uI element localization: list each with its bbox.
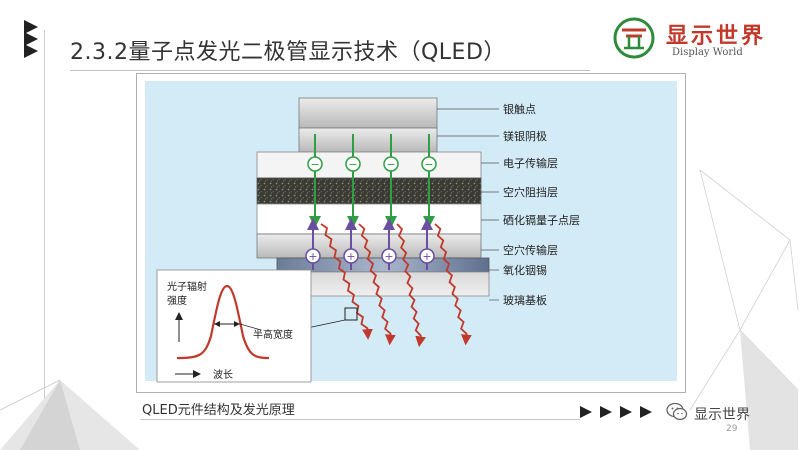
left-decoration-arrows (24, 20, 38, 58)
slide-title: 2.3.2量子点发光二极管显示技术（QLED） (70, 40, 506, 65)
leader-lines (437, 108, 499, 301)
photon-group (320, 223, 472, 348)
layer-label-hole-blocking: 空穴阻挡层 (503, 185, 558, 199)
layer-label-mgag-cathode: 镁银阴极 (503, 129, 547, 143)
mgag-cathode-layer (298, 127, 438, 153)
hole-symbol: + (346, 250, 355, 263)
page-number: 29 (726, 424, 738, 434)
caption-underline (140, 419, 580, 420)
right-decoration-network (689, 169, 799, 450)
display-world-logo-icon (613, 17, 655, 59)
spectrum-curve (176, 284, 270, 360)
silver-contact-layer (298, 97, 438, 129)
hole-symbol: + (308, 250, 317, 263)
diagram-svg: − − − − + + + + (145, 81, 677, 383)
inset-ylabel-line1: 光子辐射 (167, 280, 207, 293)
hole-symbol: + (384, 250, 393, 263)
logo-english-text: Display World (672, 47, 743, 58)
spectrum-inset: 光子辐射 强度 半高宽度 波长 (156, 269, 312, 383)
highlight-box (344, 307, 358, 321)
bottom-left-decoration (0, 379, 140, 450)
layer-label-glass-substrate: 玻璃基板 (503, 293, 547, 307)
layer-label-hole-transport: 空穴传输层 (503, 243, 558, 257)
footer-arrows-decoration (580, 406, 652, 418)
layer-label-ito: 氧化铟锡 (503, 263, 547, 277)
cdse-quantum-dot-layer (256, 203, 482, 235)
logo-chinese-text: 显示世界 (666, 23, 767, 49)
figure-caption: QLED元件结构及发光原理 (142, 403, 295, 418)
electron-symbol: − (424, 158, 433, 171)
layer-label-silver-contact: 银触点 (503, 102, 536, 116)
electron-symbol: − (386, 158, 395, 171)
hole-blocking-layer (256, 177, 482, 205)
title-underline (70, 70, 590, 71)
qled-structure-diagram: − − − − + + + + (136, 73, 686, 393)
electron-symbol: − (348, 158, 357, 171)
electron-transport-layer (256, 151, 482, 179)
wechat-account-label: 显示世界 (694, 407, 750, 423)
hole-group: + + + + (305, 218, 435, 270)
inset-ylabel-line2: 强度 (167, 294, 187, 307)
hole-symbol: + (422, 250, 431, 263)
layer-label-quantum-dot: 硒化镉量子点层 (503, 213, 580, 227)
electron-group: − − − − (307, 134, 437, 228)
wechat-icon (666, 402, 688, 421)
left-decoration-line (44, 30, 45, 410)
inset-xlabel: 波长 (213, 368, 233, 381)
electron-symbol: − (310, 158, 319, 171)
inset-fwhm-label: 半高宽度 (253, 328, 293, 341)
layer-label-electron-transport: 电子传输层 (503, 156, 558, 170)
